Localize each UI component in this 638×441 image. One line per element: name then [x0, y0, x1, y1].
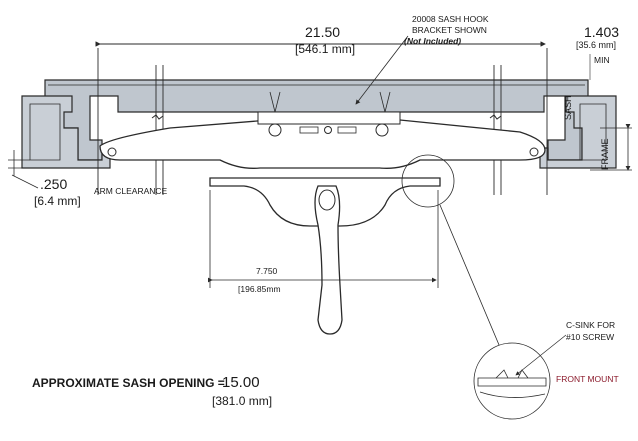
bracket-callout-note: (Not Included) — [404, 36, 462, 46]
min-depth-note: MIN — [594, 55, 610, 65]
crank-handle — [314, 185, 343, 335]
bracket-callout-line1: 20008 SASH HOOK — [412, 14, 489, 24]
csink-line1: C-SINK FOR — [566, 320, 616, 330]
frame-left — [21, 95, 111, 169]
arm-clearance-metric: [6.4 mm] — [34, 194, 81, 208]
front-mount-label: FRONT MOUNT — [556, 374, 619, 384]
min-depth-metric: [35.6 mm] — [576, 40, 617, 50]
sash-opening-label: APPROXIMATE SASH OPENING = — [32, 376, 225, 390]
width-metric: [546.1 mm] — [295, 42, 356, 56]
bracket-callout-line2: BRACKET SHOWN — [412, 25, 487, 35]
sash-opening-metric: [381.0 mm] — [212, 394, 273, 408]
csink-line2: #10 SCREW — [566, 332, 615, 342]
sash-opening-value: 15.00 — [222, 374, 260, 391]
handle-offset-metric: [196.85mm — [238, 284, 281, 294]
operator-arm — [99, 119, 546, 169]
arm-clearance-value: .250 — [40, 176, 68, 192]
arm-clearance-label: ARM CLEARANCE — [94, 186, 168, 196]
min-depth-value: 1.403 — [584, 24, 620, 40]
sash-hook-bracket — [257, 111, 401, 125]
frame-label: FRAME — [600, 138, 610, 171]
width-value: 21.50 — [305, 24, 341, 40]
handle-offset-value: 7.750 — [256, 266, 278, 276]
detail-circle — [401, 154, 455, 208]
sash-label: SASH — [563, 95, 573, 120]
